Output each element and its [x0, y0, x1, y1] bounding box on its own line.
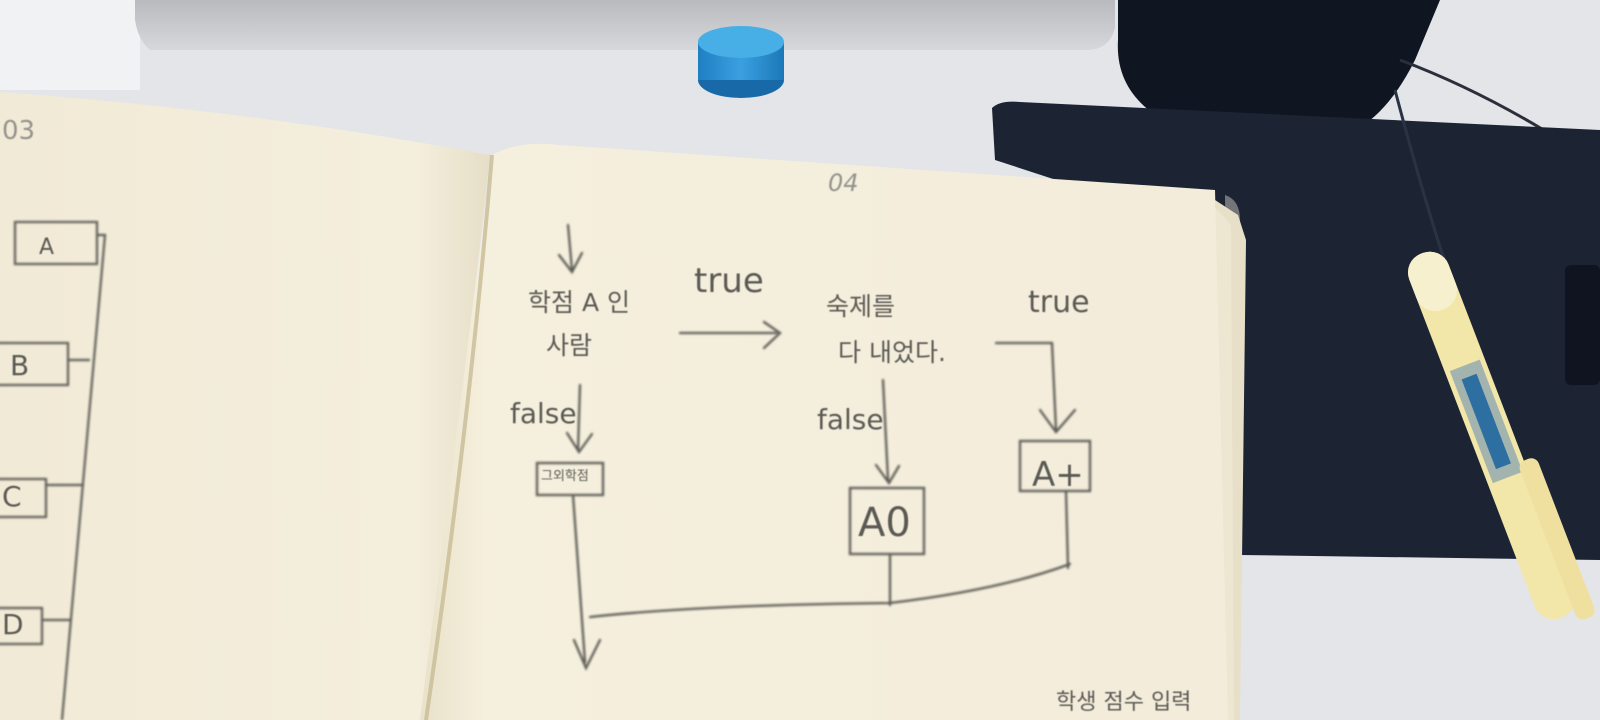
- left-box-c-label: C: [2, 480, 22, 513]
- left-box-b-label: B: [10, 349, 30, 382]
- notebook-left-page: [0, 92, 490, 720]
- condition-1-true-label: true: [694, 261, 764, 301]
- mouse-pad: [992, 101, 1600, 560]
- bottom-note: 학생 점수 입력: [1056, 690, 1192, 715]
- bottle-cap: [698, 26, 784, 98]
- left-page-number: 03: [2, 116, 36, 146]
- result-other-grade: 그외학점: [541, 469, 589, 484]
- condition-1-line2: 사람: [546, 331, 593, 360]
- condition-2-true-label: true: [1028, 285, 1090, 320]
- condition-1-false-label: false: [510, 397, 577, 430]
- result-a-plus: A+: [1032, 455, 1084, 495]
- condition-2-line1: 숙제를: [826, 292, 896, 321]
- result-a0: A0: [858, 500, 911, 546]
- left-box-d-label: D: [2, 608, 24, 641]
- right-page-number: 04: [828, 169, 859, 197]
- condition-1-line1: 학점 A 인: [528, 288, 630, 317]
- paper-stack: [0, 0, 140, 90]
- condition-2-line2: 다 내었다.: [838, 338, 946, 367]
- pen: [1407, 251, 1595, 620]
- left-box-a-label: A: [39, 235, 55, 260]
- dark-bag: [1117, 0, 1440, 141]
- laptop-edge: [135, 0, 1115, 50]
- condition-2-false-label: false: [817, 403, 884, 436]
- notebook-right-page: [420, 143, 1228, 720]
- notebook-gutter: [424, 154, 494, 720]
